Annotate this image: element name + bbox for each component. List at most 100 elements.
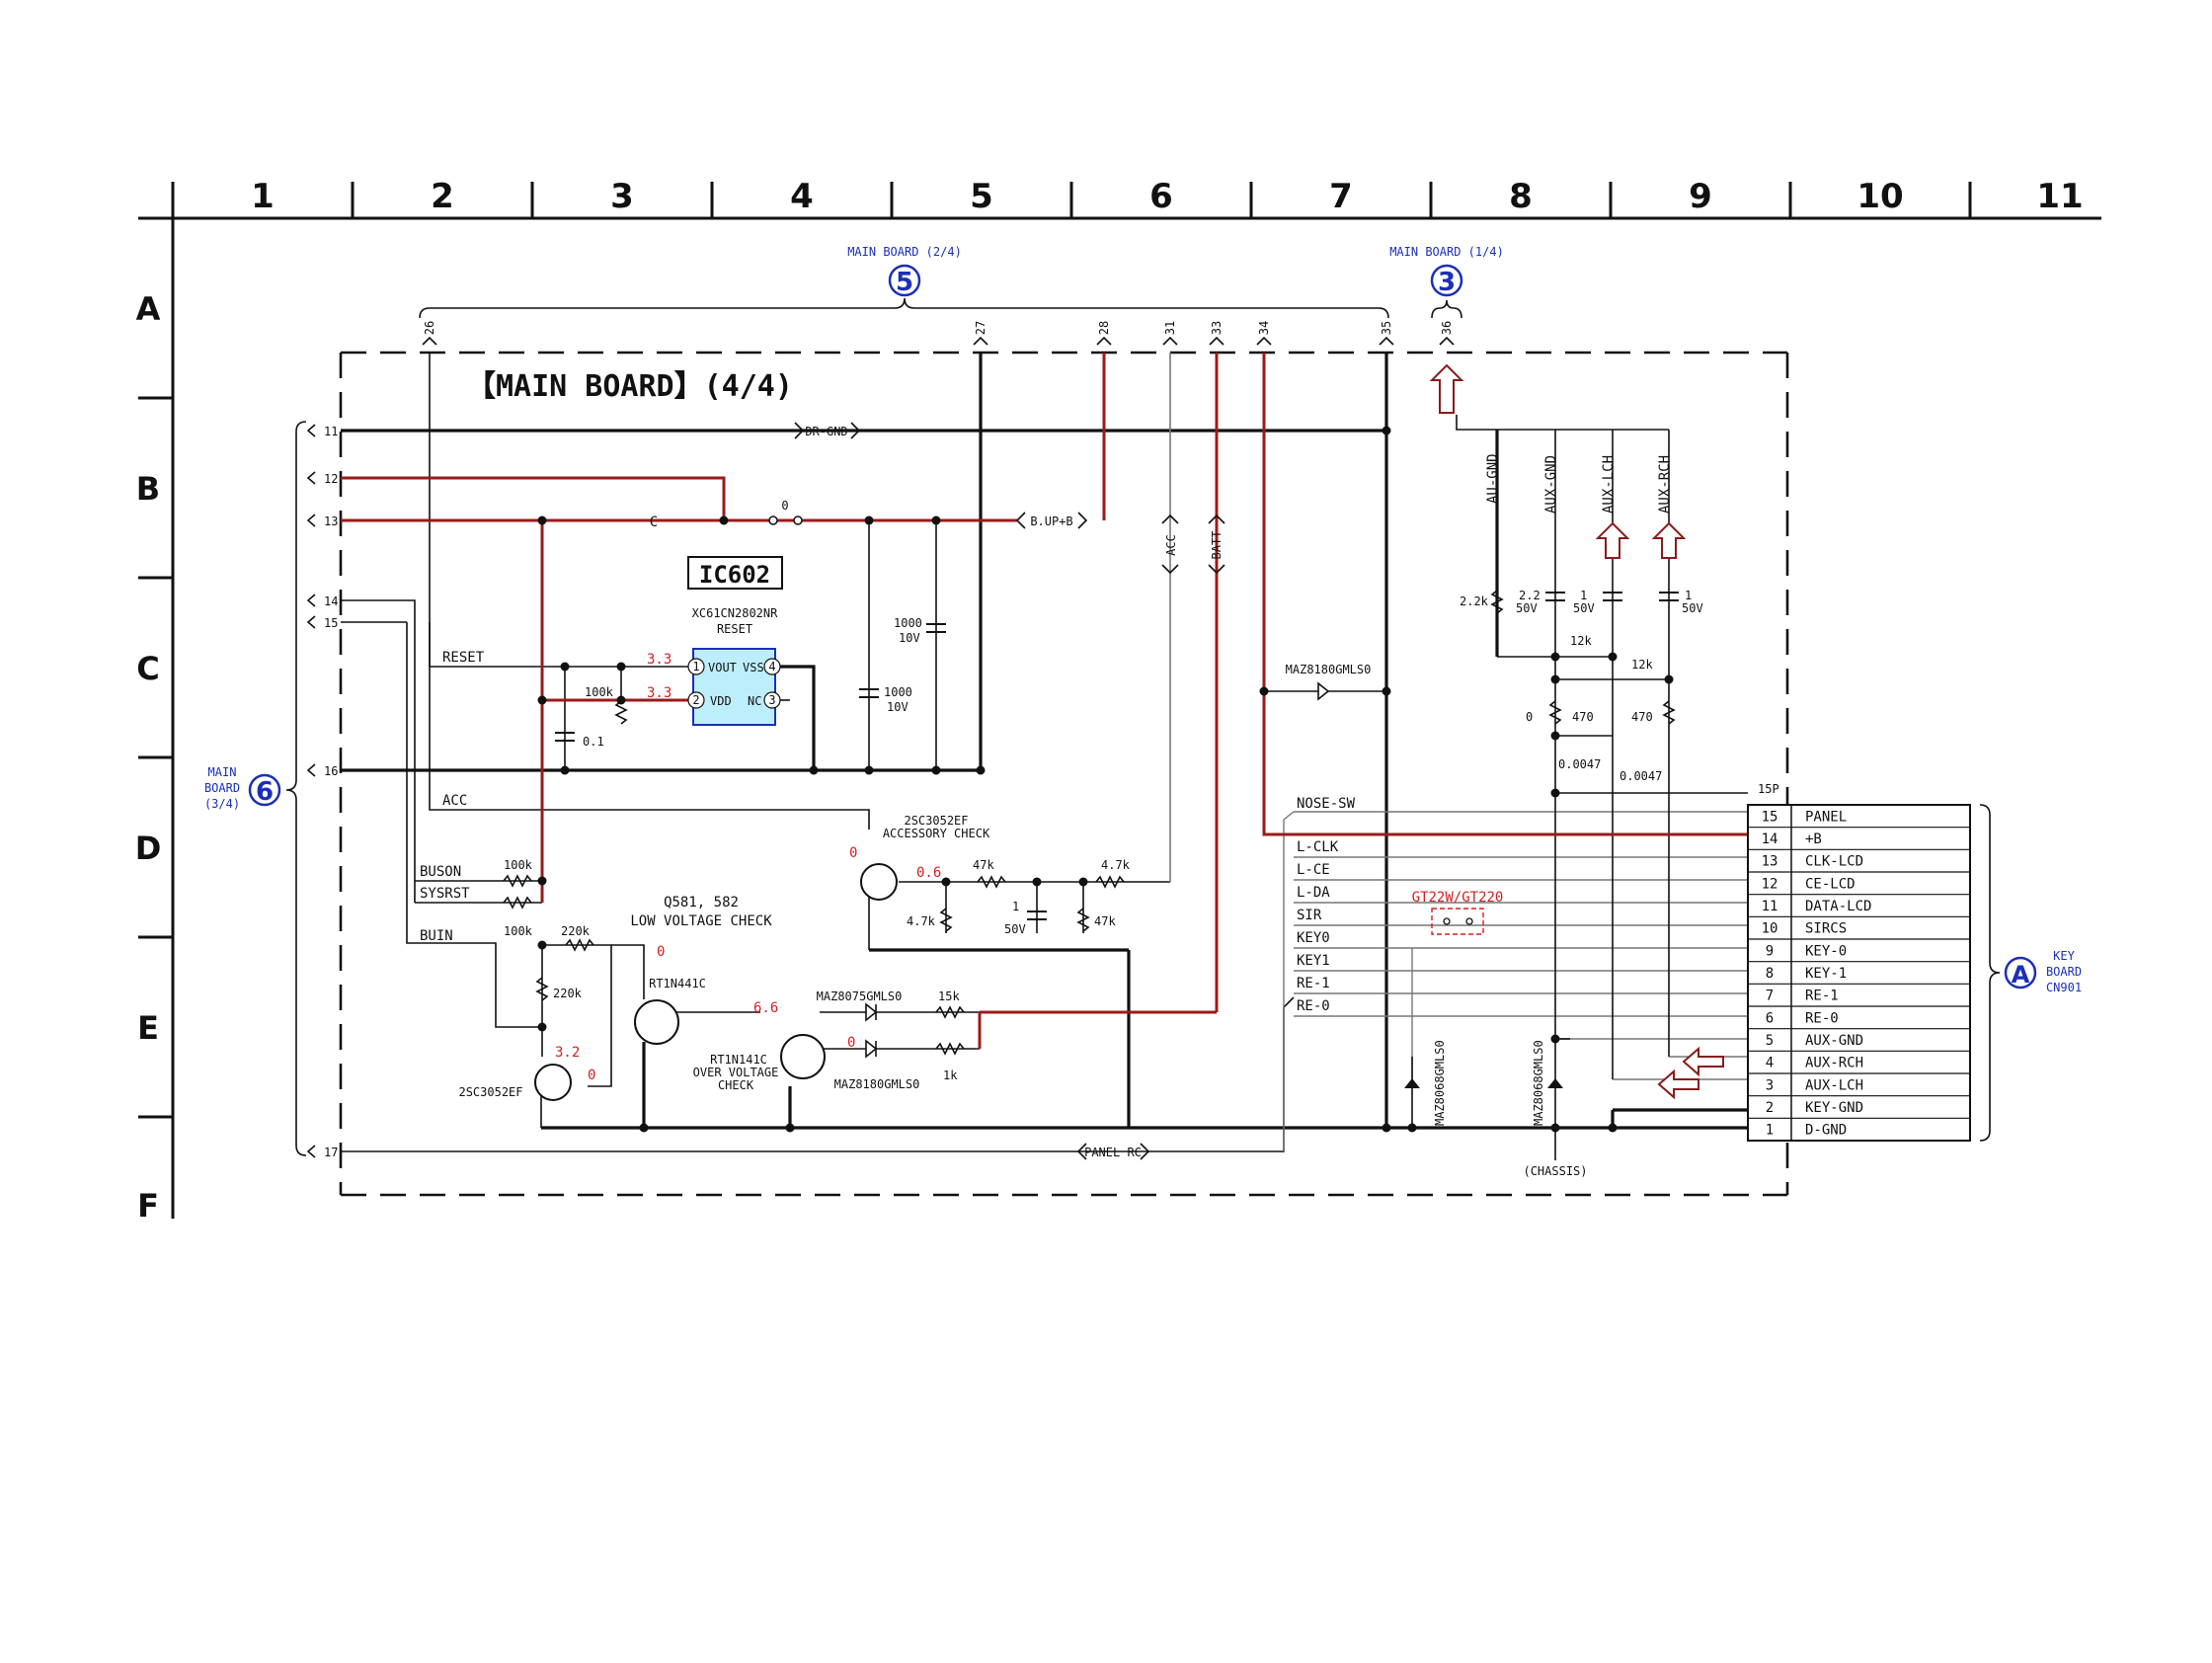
svg-text:KEY0: KEY0 [1297, 930, 1330, 946]
svg-text:4.7k: 4.7k [907, 914, 936, 928]
connector-pin-name: AUX-GND [1805, 1033, 1863, 1049]
signal-arrows [1429, 363, 1724, 1100]
board-outline [339, 351, 1789, 1197]
aux-labels: AU-GND AUX-GND AUX-LCH AUX-RCH [1485, 453, 1673, 514]
svg-text:AU-GND: AU-GND [1485, 453, 1501, 504]
svg-text:MAIN BOARD (1/4): MAIN BOARD (1/4) [1389, 245, 1504, 259]
svg-text:100k: 100k [504, 858, 533, 872]
row-label: D [135, 830, 162, 867]
svg-text:PANEL RC: PANEL RC [1084, 1146, 1142, 1159]
ref-key-board: A KEY BOARD CN901 [1979, 804, 2082, 1142]
svg-text:RT1N141C: RT1N141C [710, 1053, 767, 1067]
connector-pin-name: RE-0 [1805, 1010, 1839, 1026]
svg-text:ACC: ACC [1164, 534, 1178, 556]
svg-text:0: 0 [657, 944, 665, 960]
svg-text:CHECK: CHECK [718, 1078, 754, 1092]
connector-pin-name: KEY-GND [1805, 1100, 1863, 1116]
tag-panel-rc: PANEL RC [1076, 1143, 1150, 1160]
svg-text:AUX-LCH: AUX-LCH [1601, 455, 1617, 514]
svg-text:1: 1 [1685, 589, 1692, 602]
tag-bup: B.UP+B [1015, 512, 1088, 529]
svg-text:3: 3 [1438, 268, 1456, 297]
components: 100k 0.1 1000 10V 1000 10V 100k 100k 220… [503, 589, 1703, 1082]
svg-text:Q581, 582: Q581, 582 [664, 895, 739, 911]
connector-pin-number: 1 [1766, 1123, 1774, 1139]
svg-text:2: 2 [692, 693, 699, 707]
svg-text:BATT: BATT [1210, 531, 1224, 560]
svg-text:4.7k: 4.7k [1101, 858, 1131, 872]
row-label: C [136, 650, 159, 687]
connector-pin-name: AUX-RCH [1805, 1056, 1863, 1071]
svg-text:50V: 50V [1573, 601, 1595, 615]
chassis-label: (CHASSIS) [1523, 1164, 1587, 1178]
switch-0: 0 C [650, 499, 803, 530]
svg-text:NC: NC [748, 694, 761, 708]
connector-pin-number: 10 [1762, 921, 1778, 937]
column-label: 3 [610, 177, 634, 216]
svg-text:VOUT: VOUT [708, 661, 737, 674]
svg-text:BUIN: BUIN [420, 928, 453, 944]
svg-text:0: 0 [849, 845, 857, 861]
svg-text:XC61CN2802NR: XC61CN2802NR [692, 606, 778, 620]
svg-text:L-DA: L-DA [1297, 885, 1330, 901]
left-pin-number: 11 [324, 425, 338, 438]
svg-text:0: 0 [588, 1068, 595, 1083]
connector-pin-name: DATA-LCD [1805, 899, 1871, 914]
svg-text:3.2: 3.2 [555, 1045, 580, 1061]
svg-text:47k: 47k [973, 858, 994, 872]
svg-text:RE-1: RE-1 [1297, 976, 1330, 991]
svg-text:3: 3 [768, 693, 775, 707]
svg-text:2.2k: 2.2k [1460, 594, 1489, 608]
connector-pin-number: 6 [1766, 1010, 1774, 1026]
transistors: 2SC3052EF ACCESSORY CHECK Q581, 582 LOW … [458, 814, 990, 1101]
svg-text:KEY1: KEY1 [1297, 953, 1330, 969]
svg-text:MAZ8180GMLS0: MAZ8180GMLS0 [834, 1077, 920, 1091]
connector-pin-name: SIRCS [1805, 921, 1847, 937]
svg-text:RESET: RESET [442, 650, 485, 666]
ref-main-board-3-4: MAIN BOARD (3/4) 6 [204, 421, 307, 1156]
connector-pin-name: CLK-LCD [1805, 854, 1863, 870]
svg-text:100k: 100k [585, 685, 614, 699]
connector-pin-number: 8 [1766, 966, 1774, 982]
board-title: 【MAIN BOARD】(4/4) [466, 369, 793, 404]
svg-text:BUSON: BUSON [420, 864, 461, 880]
svg-text:1000: 1000 [894, 616, 922, 630]
connector-pin-number: 15 [1762, 809, 1778, 825]
svg-text:SIR: SIR [1297, 908, 1322, 923]
left-pin-number: 15 [324, 616, 338, 630]
svg-text:470: 470 [1572, 710, 1594, 724]
left-pin-number: 12 [324, 472, 338, 486]
svg-text:C: C [650, 515, 658, 530]
svg-text:L-CLK: L-CLK [1297, 839, 1339, 855]
svg-text:ACCESSORY CHECK: ACCESSORY CHECK [883, 827, 990, 840]
svg-text:220k: 220k [553, 987, 583, 1000]
svg-text:2.2: 2.2 [1519, 589, 1540, 602]
svg-text:3.3: 3.3 [647, 652, 672, 668]
left-pin-number: 16 [324, 764, 338, 778]
column-label: 4 [790, 177, 814, 216]
left-pin-number: 17 [324, 1146, 338, 1159]
connector-pin-number: 13 [1762, 854, 1778, 870]
svg-text:0: 0 [847, 1035, 855, 1051]
svg-text:KEY: KEY [2053, 949, 2075, 963]
svg-text:MAZ8075GMLS0: MAZ8075GMLS0 [817, 990, 903, 1003]
svg-text:50V: 50V [1682, 601, 1703, 615]
connector-pin-name: PANEL [1805, 809, 1847, 825]
svg-text:AUX-GND: AUX-GND [1543, 455, 1559, 514]
svg-text:12k: 12k [1570, 634, 1592, 648]
connector-pin-number: 2 [1766, 1100, 1774, 1116]
connector-pin-number: 14 [1762, 832, 1778, 847]
svg-text:OVER VOLTAGE: OVER VOLTAGE [693, 1066, 779, 1079]
svg-text:GT22W/GT220: GT22W/GT220 [1412, 890, 1504, 906]
svg-text:CN901: CN901 [2046, 981, 2082, 994]
column-label: 8 [1509, 177, 1533, 216]
tag-acc: ACC [1161, 514, 1179, 575]
connector-pin-name: CE-LCD [1805, 876, 1856, 892]
svg-text:DR-GND: DR-GND [805, 425, 847, 438]
top-pin-number: 33 [1210, 321, 1224, 335]
svg-text:50V: 50V [1516, 601, 1538, 615]
svg-text:10V: 10V [887, 700, 908, 714]
